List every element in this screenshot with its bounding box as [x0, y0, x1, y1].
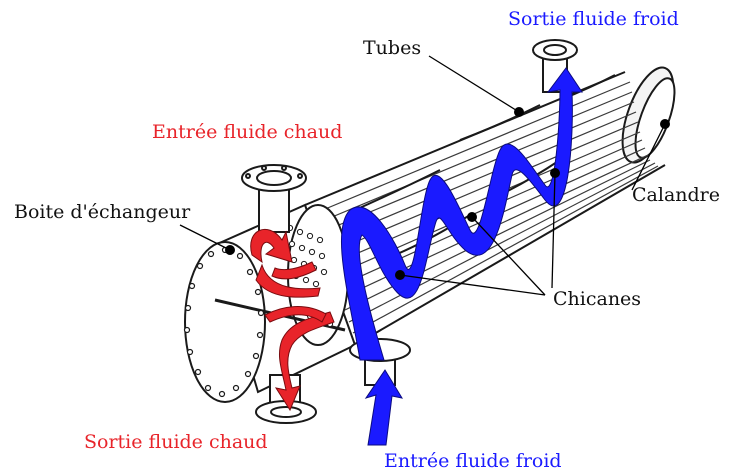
cold-flow-path	[341, 68, 582, 445]
label-cold-inlet: Entrée fluide froid	[384, 450, 562, 471]
label-tubes: Tubes	[363, 37, 421, 59]
label-exchanger-box: Boite d'échangeur	[14, 201, 191, 223]
label-hot-outlet: Sortie fluide chaud	[84, 431, 268, 453]
label-shell: Calandre	[632, 184, 720, 206]
label-cold-outlet: Sortie fluide froid	[508, 8, 679, 30]
label-hot-inlet: Entrée fluide chaud	[152, 121, 342, 143]
label-baffles: Chicanes	[553, 288, 641, 310]
